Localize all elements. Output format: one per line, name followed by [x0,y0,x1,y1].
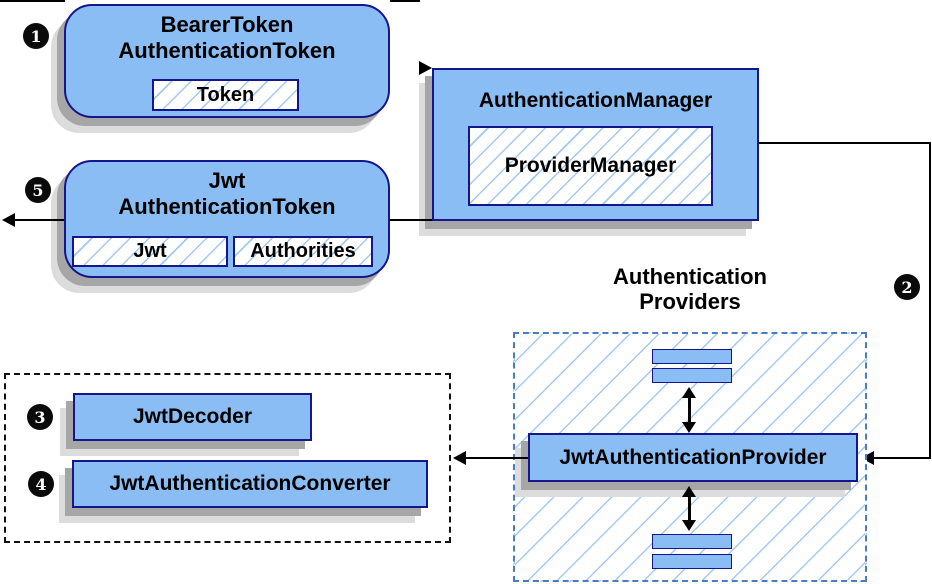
step-5-arrowhead-icon [2,213,15,227]
jwt-token-title-line2: AuthenticationToken [118,194,336,219]
step-4-number: 4 [35,474,47,494]
bearer-token-authentication-token-node: BearerToken AuthenticationToken Token [64,4,390,118]
jwt-authentication-converter-label: JwtAuthenticationConverter [109,472,391,495]
authentication-manager-title: AuthenticationManager [478,89,713,112]
step-5-badge: 5 [25,177,51,203]
step-5-line [14,219,64,221]
jwt-authentication-token-node: Jwt AuthenticationToken Jwt Authorities [64,160,390,278]
jwt-decoder-label: JwtDecoder [132,405,253,428]
incoming-request-line [0,0,65,2]
bearer-token-title-line2: AuthenticationToken [118,38,336,63]
jwt-authentication-provider-label: JwtAuthenticationProvider [559,445,827,469]
manager-to-jwt-token-line [390,219,432,221]
double-arrow-down-icon [682,520,696,531]
step-2-number: 2 [901,277,913,297]
step-1-number: 1 [30,26,42,46]
jwt-authentication-converter-node: JwtAuthenticationConverter [72,460,428,508]
jwt-token-title-line1: Jwt [208,168,246,193]
step-3-badge: 3 [27,404,53,430]
authorities-chip-label: Authorities [250,240,356,262]
bearer-to-manager-arrowhead-icon [419,61,432,75]
step-2-line-horizontal-bottom [872,457,931,459]
authentication-providers-label: Authentication Providers [590,264,790,314]
step-2-line-horizontal-top [759,142,931,144]
decoder-converter-group-box [4,373,451,543]
provider-placeholder-bar [652,554,732,569]
step-3-number: 3 [34,407,46,427]
authentication-manager-node: AuthenticationManager ProviderManager [432,68,759,221]
double-arrow-up-icon [682,387,696,398]
token-chip-label: Token [196,83,255,106]
step-2-line-vertical [929,142,931,458]
double-arrow-down-icon [682,422,696,433]
double-arrow-up-icon [682,486,696,497]
provider-manager-label: ProviderManager [504,154,677,177]
authentication-providers-label-line1: Authentication [613,264,767,289]
provider-to-decoder-arrowhead-icon [453,451,466,465]
authentication-providers-label-line2: Providers [639,289,741,314]
step-2-badge: 2 [894,274,920,300]
double-arrow-line [688,496,691,522]
jwt-chip-label: Jwt [133,240,167,262]
double-arrow-line [688,397,691,425]
jwt-token-node-title: Jwt AuthenticationToken [66,168,388,220]
provider-placeholder-bar [652,368,732,383]
authorities-chip: Authorities [233,236,373,267]
jwt-decoder-node: JwtDecoder [73,393,312,441]
step-4-badge: 4 [28,471,54,497]
provider-placeholder-bar [652,534,732,549]
bearer-to-manager-line [390,0,420,2]
provider-manager-chip: ProviderManager [468,126,713,206]
jwt-authentication-provider-node: JwtAuthenticationProvider [528,433,858,482]
provider-to-decoder-line [466,457,528,459]
step-1-badge: 1 [23,23,49,49]
bearer-token-title-line1: BearerToken [160,12,294,37]
token-chip: Token [152,79,299,111]
jwt-chip: Jwt [72,236,228,267]
bearer-token-node-title: BearerToken AuthenticationToken [66,12,388,64]
provider-placeholder-bar [652,349,732,364]
step-5-number: 5 [32,180,44,200]
